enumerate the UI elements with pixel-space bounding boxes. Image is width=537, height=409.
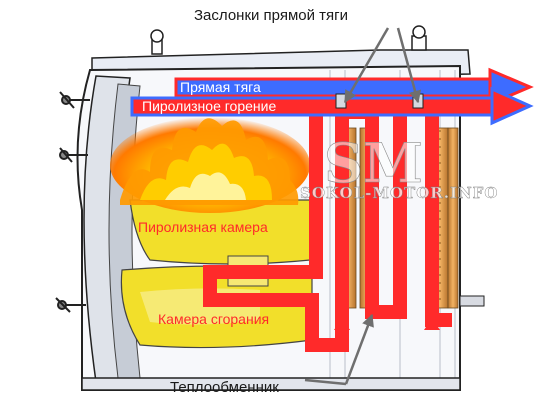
flame [110,117,310,213]
pyrolysis-burning-arrow [130,86,534,126]
pyrolysis-chamber [129,199,311,265]
pyrolysis-burning-label: Пиролизное горение [142,98,276,114]
damper-pointers [343,27,422,104]
watermark-logo: SM [324,131,423,195]
direct-draft-label: Прямая тяга [180,79,261,95]
watermark: SM SOKOL-MOTOR.INFO [300,131,498,203]
dampers-label: Заслонки прямой тяги [194,7,348,24]
pyrolysis-chamber-label: Пиролизная камера [138,219,268,235]
door-handles [55,91,90,313]
heat-exchanger-pointer [304,313,374,386]
watermark-site: SOKOL-MOTOR.INFO [300,184,498,202]
lifting-lugs [150,25,427,55]
combustion-chamber-label: Камера сгорания [158,311,269,327]
heat-exchanger-label: Теплообменник [170,379,279,396]
